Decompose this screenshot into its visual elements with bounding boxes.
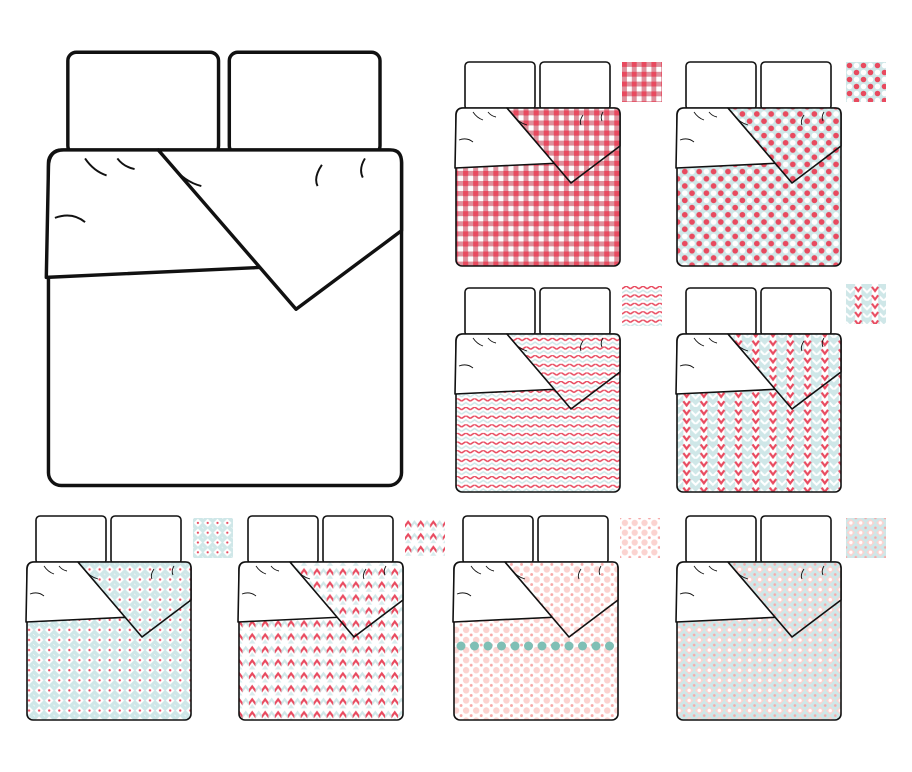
pillow-right <box>760 515 832 565</box>
pillow-right <box>537 515 609 565</box>
pillow-left <box>685 515 757 565</box>
bed-zigzag <box>453 286 623 496</box>
duvet-folded-corner <box>289 561 404 638</box>
pillow-left <box>464 61 536 111</box>
swatch-arrows <box>405 518 445 558</box>
swatch-fill <box>846 284 886 324</box>
swatch-fill <box>846 62 886 102</box>
pillow-right <box>539 61 611 111</box>
pillow-right <box>760 61 832 111</box>
duvet-folded-corner <box>506 107 621 184</box>
bed-gingham <box>453 60 623 270</box>
pillow-left <box>464 287 536 337</box>
bed-polka-red-white <box>674 60 844 270</box>
pillow-left <box>685 287 757 337</box>
swatch-fill <box>193 518 233 558</box>
swatch-pink-dots <box>620 518 660 558</box>
fold-creases <box>679 337 825 369</box>
swatch-fill <box>620 518 660 558</box>
pillow-left <box>462 515 534 565</box>
fold-creases <box>679 565 825 597</box>
bed-pink-dots <box>451 514 621 724</box>
fold-creases <box>458 337 604 369</box>
swatch-fill <box>405 518 445 558</box>
swatch-pink-diamonds <box>846 518 886 558</box>
pillow-left <box>66 50 221 156</box>
duvet-folded-corner <box>504 561 619 638</box>
pillow-left <box>247 515 319 565</box>
teal-dot-row <box>456 641 614 651</box>
pillow-left <box>35 515 107 565</box>
duvet-folded-corner <box>727 333 842 410</box>
swatch-vertical-chevron <box>846 284 886 324</box>
bed-pink-diamonds <box>674 514 844 724</box>
duvet-folded-corner <box>156 148 404 311</box>
pillow-left <box>685 61 757 111</box>
pillow-right <box>539 287 611 337</box>
bed-diamond-dots <box>24 514 194 724</box>
swatch-zigzag <box>622 286 662 326</box>
bed-blank <box>42 48 408 494</box>
swatch-gingham <box>622 62 662 102</box>
duvet-folded-corner <box>727 561 842 638</box>
fold-creases <box>29 565 175 597</box>
pillow-right <box>110 515 182 565</box>
duvet-folded-corner <box>506 333 621 410</box>
pillow-right <box>760 287 832 337</box>
swatch-fill <box>846 518 886 558</box>
pillow-right <box>322 515 394 565</box>
swatch-fill <box>622 62 662 102</box>
bed-arrows <box>236 514 406 724</box>
fold-creases <box>456 565 602 597</box>
swatch-polka-red-white <box>846 62 886 102</box>
bed-vertical-chevron <box>674 286 844 496</box>
swatch-fill <box>622 286 662 326</box>
duvet-folded-corner <box>727 107 842 184</box>
fold-creases <box>679 111 825 143</box>
fold-creases <box>241 565 387 597</box>
duvet-folded-corner <box>77 561 192 638</box>
fold-creases <box>54 157 366 223</box>
swatch-diamond-dots <box>193 518 233 558</box>
fold-creases <box>458 111 604 143</box>
pillow-right <box>227 50 382 156</box>
